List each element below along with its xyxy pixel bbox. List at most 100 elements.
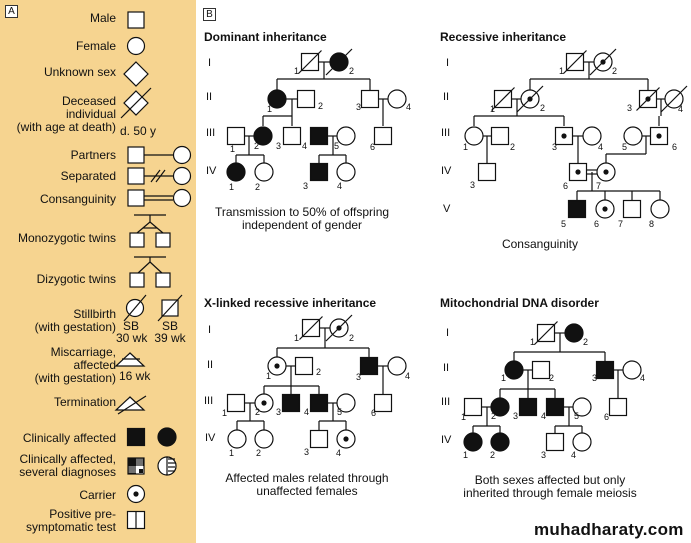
carrier-dot bbox=[133, 491, 139, 497]
title-dominant: Dominant inheritance bbox=[204, 30, 327, 44]
individual-number: 1 bbox=[463, 142, 468, 152]
legend-label-dz-twins: Dizygotic twins bbox=[36, 272, 116, 286]
male-symbol bbox=[127, 146, 145, 164]
individual-number: 3 bbox=[627, 103, 632, 113]
title-xlinked: X-linked recessive inheritance bbox=[204, 296, 377, 310]
deceased-slash bbox=[660, 85, 688, 113]
individual-number: 3 bbox=[552, 142, 557, 152]
male-symbol bbox=[294, 356, 314, 376]
legend-label-deceased: Deceased individual (with age at death) bbox=[16, 94, 116, 134]
individual-number: 1 bbox=[229, 448, 234, 458]
individual-number: 1 bbox=[530, 337, 535, 347]
individual-number: 3 bbox=[541, 450, 546, 460]
individual-number: 4 bbox=[640, 373, 645, 383]
legend-sub-miscarriage-16wk: 16 wk bbox=[119, 369, 151, 383]
male-symbol bbox=[127, 189, 145, 207]
individual-number: 4 bbox=[336, 448, 341, 458]
generation-label: II bbox=[443, 91, 449, 103]
male-symbol bbox=[373, 393, 393, 413]
generation-label: I bbox=[208, 57, 211, 69]
affected-male-symbol bbox=[518, 397, 538, 417]
individual-number: 4 bbox=[598, 142, 603, 152]
male-symbol bbox=[477, 162, 497, 182]
individual-number: 4 bbox=[302, 141, 307, 151]
individual-number: 2 bbox=[510, 142, 515, 152]
male-symbol bbox=[282, 126, 302, 146]
legend-panel bbox=[0, 0, 196, 543]
quadrant-fill bbox=[128, 458, 136, 466]
individual-number: 4 bbox=[337, 181, 342, 191]
deceased-slash bbox=[516, 85, 544, 113]
generation-label: V bbox=[443, 203, 451, 215]
generation-label: III bbox=[206, 127, 215, 139]
carrier-dot bbox=[603, 169, 609, 175]
individual-number: 1 bbox=[266, 371, 271, 381]
individual-number: 2 bbox=[540, 103, 545, 113]
affected-male-symbol bbox=[309, 393, 329, 413]
male-symbol bbox=[127, 11, 145, 29]
generation-label: I bbox=[208, 324, 211, 336]
individual-number: 7 bbox=[618, 219, 623, 229]
individual-number: 3 bbox=[592, 373, 597, 383]
quadrant-dots bbox=[139, 469, 143, 473]
affected-male-symbol bbox=[309, 162, 329, 182]
deceased-slash bbox=[299, 316, 323, 340]
male-symbol bbox=[296, 89, 316, 109]
legend-label-presymptomatic: Positive pre- symptomatic test bbox=[25, 507, 116, 534]
individual-number: 6 bbox=[594, 219, 599, 229]
individual-number: 4 bbox=[571, 450, 576, 460]
individual-number: 4 bbox=[405, 371, 410, 381]
female-symbol bbox=[650, 199, 670, 219]
affected-male-symbol bbox=[567, 199, 587, 219]
deceased-slash bbox=[491, 87, 515, 111]
panel-b-tag: B bbox=[203, 8, 216, 21]
caption-recessive: Consanguinity bbox=[501, 237, 579, 251]
individual-number: 2 bbox=[349, 333, 354, 343]
carrier-dot bbox=[561, 133, 567, 139]
individual-number: 2 bbox=[490, 450, 495, 460]
legend-tag: A bbox=[5, 5, 18, 18]
legend-label-affected: Clinically affected bbox=[22, 431, 116, 445]
individual-number: 2 bbox=[254, 141, 259, 151]
female-symbol bbox=[254, 162, 274, 182]
individual-number: 1 bbox=[267, 104, 272, 114]
individual-number: 8 bbox=[649, 219, 654, 229]
deceased-slash bbox=[325, 314, 353, 342]
individual-number: 2 bbox=[255, 182, 260, 192]
deceased-slash bbox=[563, 50, 587, 74]
individual-number: 2 bbox=[256, 448, 261, 458]
female-symbol bbox=[622, 360, 642, 380]
individual-number: 1 bbox=[463, 450, 468, 460]
individual-number: 1 bbox=[490, 104, 495, 114]
connector-line bbox=[149, 261, 164, 275]
male-symbol bbox=[622, 199, 642, 219]
individual-number: 2 bbox=[491, 411, 496, 421]
affected-female-symbol bbox=[226, 162, 246, 182]
individual-number: 2 bbox=[255, 407, 260, 417]
male-symbol bbox=[608, 397, 628, 417]
female-symbol bbox=[336, 162, 356, 182]
individual-number: 6 bbox=[672, 142, 677, 152]
deceased-slash bbox=[120, 87, 152, 119]
individual-number: 5 bbox=[574, 411, 579, 421]
male-symbol bbox=[463, 397, 483, 417]
individual-number: 4 bbox=[406, 102, 411, 112]
individual-number: 2 bbox=[318, 101, 323, 111]
individual-number: 3 bbox=[304, 447, 309, 457]
individual-number: 4 bbox=[304, 407, 309, 417]
carrier-dot bbox=[343, 436, 349, 442]
affected-female-symbol bbox=[490, 432, 510, 452]
deceased-slash bbox=[157, 294, 183, 322]
legend-label-stillbirth: Stillbirth (with gestation) bbox=[34, 307, 116, 334]
male-symbol bbox=[309, 429, 329, 449]
generation-label: III bbox=[441, 396, 450, 408]
generation-label: II bbox=[443, 362, 449, 374]
individual-number: 6 bbox=[370, 142, 375, 152]
individual-number: 2 bbox=[612, 66, 617, 76]
individual-number: 2 bbox=[316, 367, 321, 377]
carrier-dot bbox=[274, 363, 280, 369]
female-symbol bbox=[254, 429, 274, 449]
female-symbol bbox=[172, 166, 192, 186]
legend-label-consanguinity: Consanguinity bbox=[39, 192, 116, 206]
